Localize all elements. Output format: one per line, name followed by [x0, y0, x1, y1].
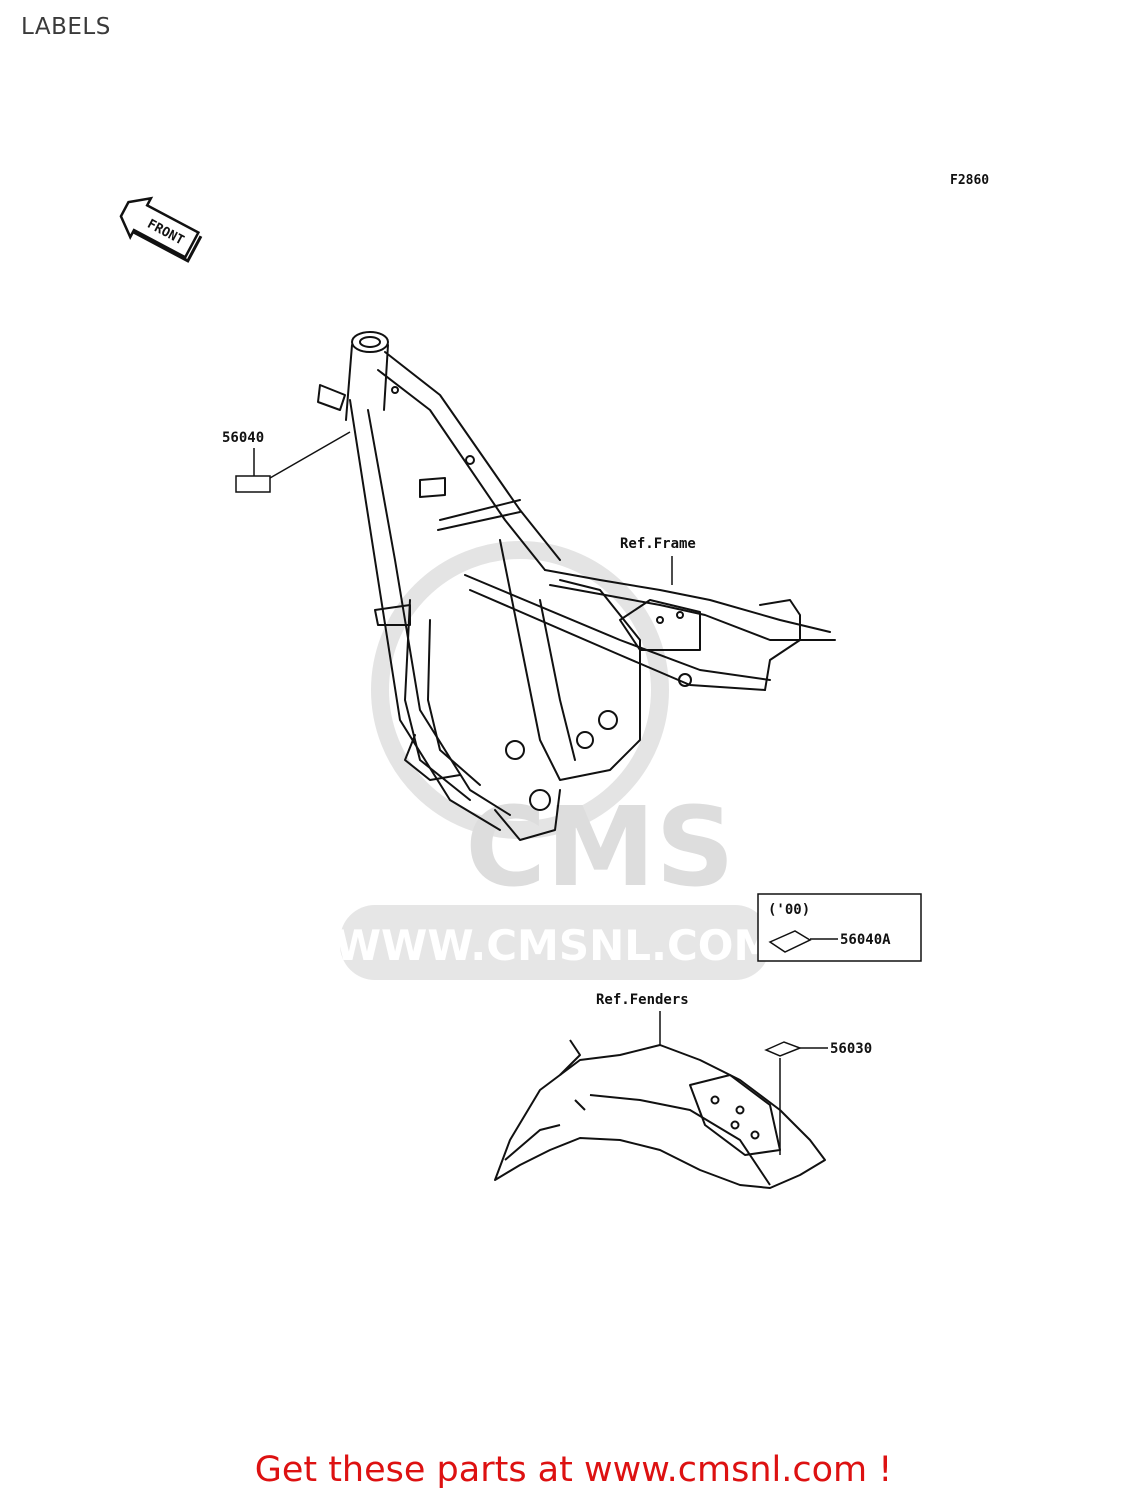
frame-drawing: [317, 331, 836, 841]
part-number-56040: 56040: [222, 430, 264, 446]
ref-frame-label: Ref.Frame: [620, 536, 696, 552]
page-title: LABELS: [21, 14, 111, 40]
watermark-brand: CMS: [465, 783, 734, 911]
callout-56030: 56030: [764, 1041, 872, 1155]
front-arrow-icon: FRONT: [119, 196, 203, 263]
watermark-url: WWW.CMSNL.COM: [335, 921, 776, 970]
label-56040a-icon: [768, 930, 812, 953]
cms-watermark: CMS WWW.CMSNL.COM: [335, 541, 776, 980]
callout-ref-frame: Ref.Frame: [620, 536, 696, 585]
callout-ref-fenders: Ref.Fenders: [596, 992, 689, 1045]
label-56040-icon: [235, 475, 271, 493]
figure-code: F2860: [950, 173, 989, 188]
ref-fenders-label: Ref.Fenders: [596, 992, 689, 1008]
callout-56040a-box: ('00) 56040A: [757, 893, 922, 962]
part-number-56040a: 56040A: [840, 932, 891, 948]
label-56030-icon: [764, 1041, 803, 1057]
footer-promo[interactable]: Get these parts at www.cmsnl.com !: [254, 1450, 893, 1490]
part-number-56030: 56030: [830, 1041, 872, 1057]
year-note: ('00): [768, 902, 810, 918]
fender-drawing: [494, 1039, 826, 1189]
callout-56040: 56040: [222, 430, 351, 493]
